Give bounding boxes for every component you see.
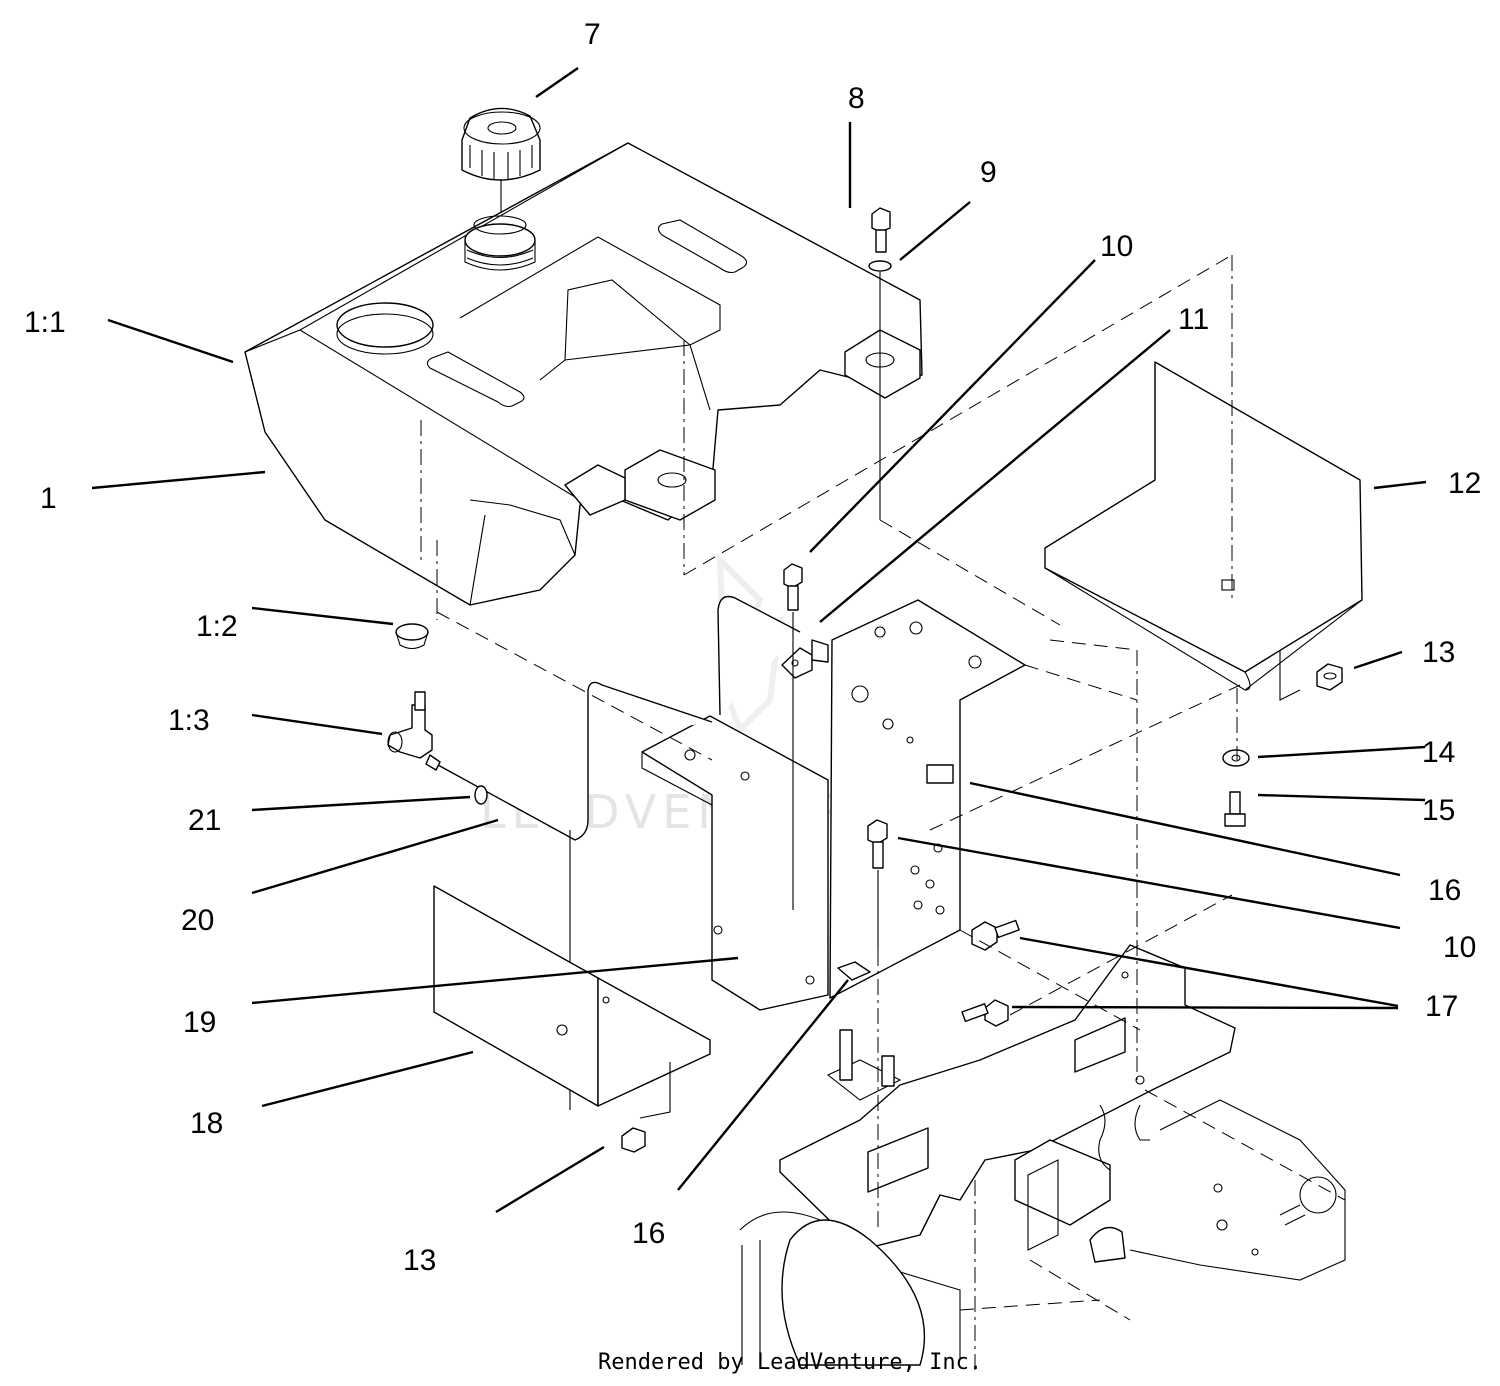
bolt-15 bbox=[1224, 791, 1246, 827]
fuel-cap bbox=[461, 107, 541, 212]
callout-13-lower: 13 bbox=[403, 1244, 436, 1277]
callout-9: 9 bbox=[980, 156, 997, 189]
grommet bbox=[395, 623, 429, 650]
callout-13-right: 13 bbox=[1422, 636, 1455, 669]
callout-20: 20 bbox=[181, 904, 214, 937]
callout-10-upper: 10 bbox=[1100, 230, 1133, 263]
callout-1-1: 1:1 bbox=[24, 306, 66, 339]
callout-17: 17 bbox=[1425, 990, 1458, 1023]
callout-1-2: 1:2 bbox=[196, 610, 238, 643]
callout-10-lower: 10 bbox=[1443, 931, 1476, 964]
lower-bracket bbox=[641, 715, 829, 1011]
callout-18: 18 bbox=[190, 1107, 223, 1140]
callout-19: 19 bbox=[183, 1006, 216, 1039]
fuel-shutoff-valve bbox=[387, 691, 441, 771]
callout-1: 1 bbox=[40, 482, 57, 515]
callout-8: 8 bbox=[848, 82, 865, 115]
bolt-10-upper bbox=[783, 563, 803, 910]
spacer-16-lower bbox=[837, 961, 871, 981]
frame bbox=[739, 944, 1346, 1366]
hose-clamp bbox=[474, 785, 488, 805]
callout-15: 15 bbox=[1422, 794, 1455, 827]
upright-bracket bbox=[829, 599, 1026, 999]
bolt-10-lower bbox=[867, 819, 888, 950]
callout-14: 14 bbox=[1422, 736, 1455, 769]
callouts: 7 8 9 10 11 1:1 12 1 1:2 13 1:3 14 21 15… bbox=[24, 18, 1481, 1277]
battery-shield bbox=[433, 885, 711, 1119]
nut-13-right bbox=[1316, 663, 1343, 691]
fuel-tank bbox=[244, 142, 923, 606]
callout-16-lower: 16 bbox=[632, 1217, 665, 1250]
callout-12: 12 bbox=[1448, 467, 1481, 500]
clip-11 bbox=[781, 639, 829, 679]
battery-tray bbox=[1044, 361, 1363, 701]
washer-14 bbox=[1222, 749, 1250, 767]
callout-1-3: 1:3 bbox=[168, 704, 210, 737]
nut-13-lower bbox=[621, 1127, 646, 1153]
callout-21: 21 bbox=[188, 804, 221, 837]
callout-11: 11 bbox=[1178, 303, 1209, 336]
bolts-17 bbox=[961, 919, 1020, 1027]
leader-lines bbox=[91, 67, 1427, 1214]
callout-7: 7 bbox=[584, 18, 601, 51]
callout-16-right: 16 bbox=[1428, 874, 1461, 907]
footer-credit: Rendered by LeadVenture, Inc. bbox=[598, 1350, 982, 1375]
